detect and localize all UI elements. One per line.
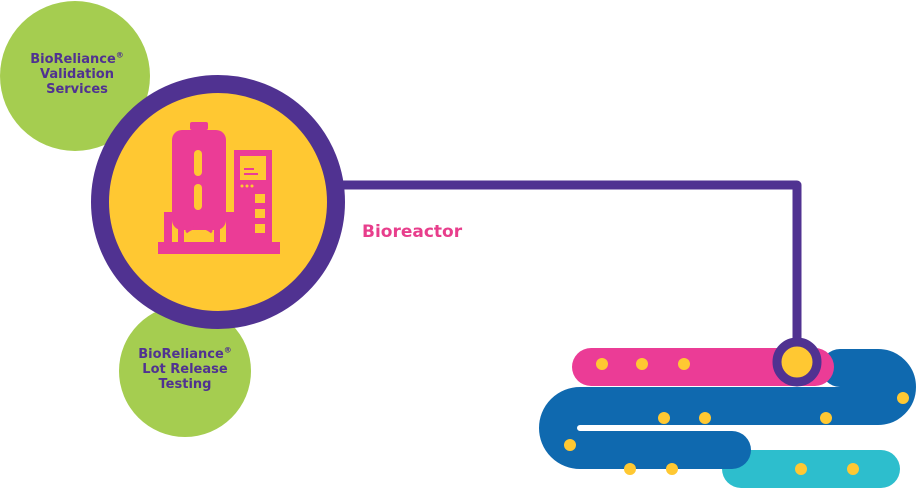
lot-release-label[interactable]: BioReliance® Lot Release Testing (130, 345, 240, 392)
validation-reg-mark: ® (115, 50, 124, 60)
lot-release-line2: Lot Release (142, 362, 228, 377)
track-dot (658, 412, 670, 424)
connector-line (335, 180, 802, 358)
lot-release-reg-mark: ® (223, 345, 232, 355)
validation-line3: Services (46, 82, 108, 97)
track-dot (636, 358, 648, 370)
track-dot (847, 463, 859, 475)
bioreactor-icon (158, 122, 280, 254)
bioreactor-label[interactable]: Bioreactor (362, 222, 463, 242)
validation-line2: Validation (40, 67, 114, 82)
bioreactor-track-node[interactable] (772, 337, 822, 387)
track-dot (795, 463, 807, 475)
lot-release-brand: BioReliance (138, 347, 224, 362)
lot-release-circle[interactable] (119, 305, 251, 437)
track-dot (624, 463, 636, 475)
track-dot (596, 358, 608, 370)
track-dot (897, 392, 909, 404)
validation-brand: BioReliance (30, 52, 116, 67)
validation-services-circle[interactable] (0, 1, 150, 151)
process-track (539, 348, 916, 488)
validation-services-label[interactable]: BioReliance® Validation Services (22, 50, 132, 97)
lot-release-line3: Testing (158, 377, 212, 392)
track-dot (678, 358, 690, 370)
track-dot (699, 412, 711, 424)
track-dot (820, 412, 832, 424)
track-dots (564, 358, 909, 475)
track-dot (564, 439, 576, 451)
track-dot (666, 463, 678, 475)
